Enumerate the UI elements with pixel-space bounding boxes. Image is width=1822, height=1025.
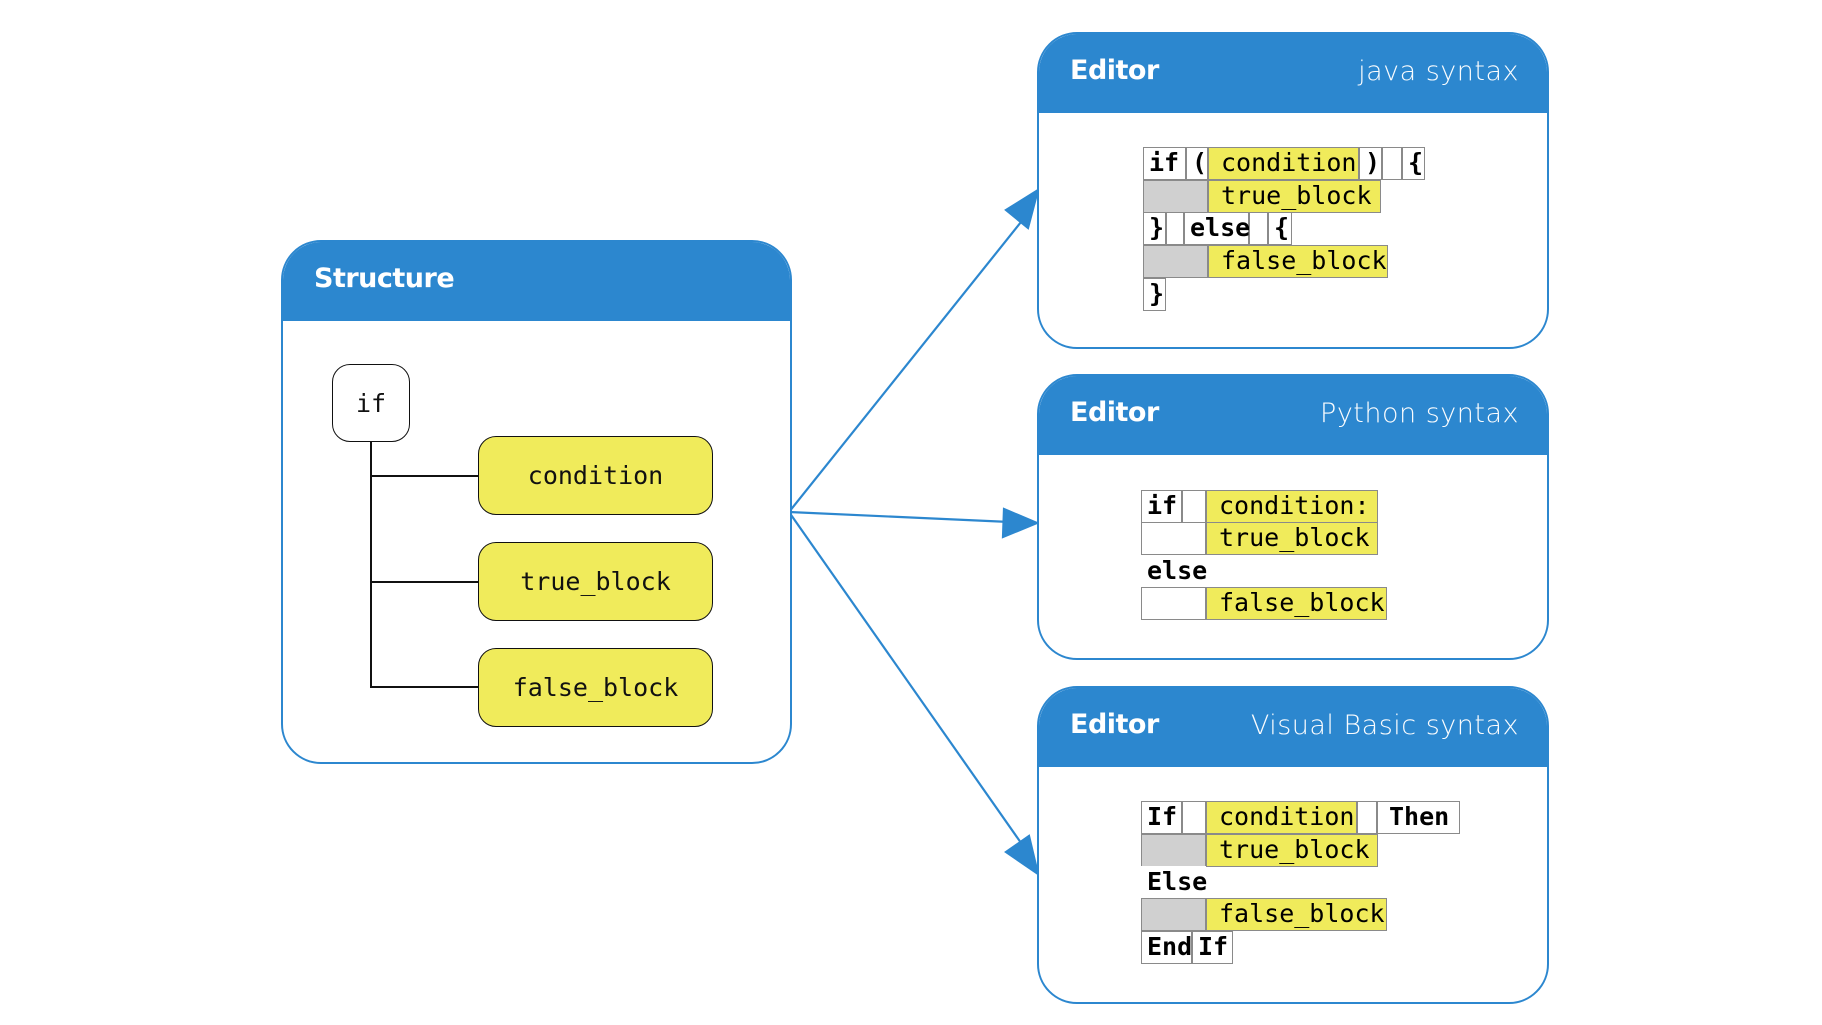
tree-branch-condition bbox=[370, 475, 479, 477]
code-indent bbox=[1141, 834, 1206, 867]
code-placeholder: true_block bbox=[1208, 180, 1381, 213]
code-indent bbox=[1141, 898, 1206, 931]
code-placeholder: false_block bbox=[1206, 898, 1387, 931]
code-spacer bbox=[1382, 147, 1402, 180]
arrow-to-vb-editor bbox=[788, 511, 1027, 851]
code-token: { bbox=[1268, 212, 1292, 245]
tree-node-true-block-label: true_block bbox=[520, 567, 671, 596]
tree-node-if-label: if bbox=[355, 388, 387, 418]
arrow-to-python-editor bbox=[788, 510, 1011, 524]
code-spacer bbox=[1182, 490, 1206, 523]
code-spacer bbox=[1166, 212, 1184, 245]
code-placeholder: condition bbox=[1208, 147, 1359, 180]
code-placeholder: false_block bbox=[1206, 587, 1387, 620]
structure-title: Structure bbox=[314, 263, 455, 294]
tree-node-condition: condition bbox=[478, 436, 713, 515]
code-token: If bbox=[1141, 801, 1182, 834]
editor-card-java: Editor java syntax bbox=[1037, 32, 1549, 349]
code-token: If bbox=[1192, 931, 1233, 964]
code-token: if bbox=[1141, 490, 1182, 523]
editor-vb-header: Editor Visual Basic syntax bbox=[1039, 688, 1547, 767]
tree-node-false-block: false_block bbox=[478, 648, 713, 727]
code-token: ) bbox=[1359, 147, 1382, 180]
tree-branch-false-block bbox=[370, 686, 479, 688]
code-placeholder: condition bbox=[1206, 801, 1357, 834]
tree-trunk-line bbox=[370, 441, 372, 687]
code-spacer bbox=[1182, 801, 1206, 834]
code-placeholder: false_block bbox=[1208, 245, 1388, 278]
tree-node-true-block: true_block bbox=[478, 542, 713, 621]
code-spacer bbox=[1357, 801, 1377, 834]
tree-node-condition-label: condition bbox=[527, 461, 664, 490]
editor-java-syntax-label: java syntax bbox=[1358, 56, 1519, 87]
code-token: ( bbox=[1186, 147, 1208, 180]
tree-node-if: if bbox=[332, 364, 410, 442]
code-indent bbox=[1141, 587, 1206, 620]
code-token: Else bbox=[1141, 866, 1207, 899]
editor-java-title: Editor bbox=[1070, 55, 1159, 86]
code-token: else bbox=[1184, 212, 1250, 245]
editor-python-syntax-label: Python syntax bbox=[1320, 398, 1519, 429]
code-token: Then bbox=[1377, 801, 1460, 834]
code-token: End bbox=[1141, 931, 1192, 964]
arrow-head-vb bbox=[1004, 834, 1040, 877]
editor-vb-title: Editor bbox=[1070, 709, 1159, 740]
arrow-head-python bbox=[1001, 507, 1040, 539]
code-token: if bbox=[1143, 147, 1186, 180]
tree-node-false-block-label: false_block bbox=[512, 673, 679, 702]
code-placeholder: true_block bbox=[1206, 834, 1378, 867]
editor-python-title: Editor bbox=[1070, 397, 1159, 428]
code-placeholder: condition: bbox=[1206, 490, 1378, 523]
code-indent bbox=[1141, 522, 1206, 555]
arrow-to-java-editor bbox=[788, 216, 1026, 513]
editor-java-header: Editor java syntax bbox=[1039, 34, 1547, 113]
structure-card-header: Structure bbox=[283, 242, 790, 321]
code-token: } bbox=[1143, 212, 1166, 245]
code-token: { bbox=[1402, 147, 1425, 180]
code-token: else bbox=[1141, 555, 1207, 588]
code-indent bbox=[1143, 180, 1208, 213]
editor-vb-syntax-label: Visual Basic syntax bbox=[1250, 710, 1519, 741]
code-token: } bbox=[1143, 278, 1166, 311]
editor-python-header: Editor Python syntax bbox=[1039, 376, 1547, 455]
code-placeholder: true_block bbox=[1206, 522, 1378, 555]
code-spacer bbox=[1249, 212, 1268, 245]
tree-branch-true-block bbox=[370, 581, 479, 583]
arrow-head-java bbox=[1004, 187, 1040, 230]
code-indent bbox=[1143, 245, 1208, 278]
